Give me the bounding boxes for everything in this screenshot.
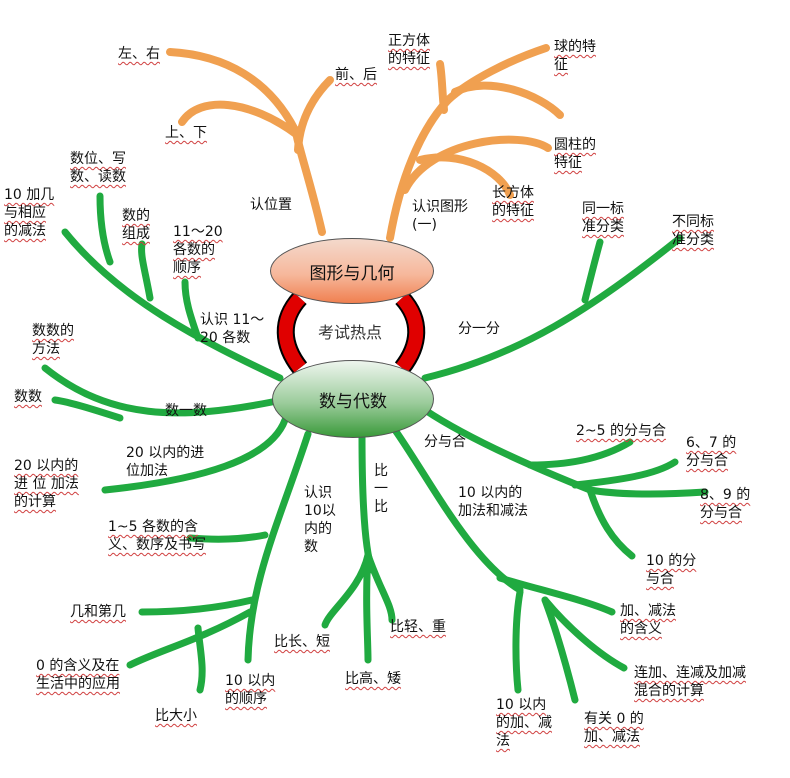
label-zero-meaning: 0 的含义及在生活中的应用 [36,658,120,692]
label-up-down: 上、下 [165,125,207,141]
label-long-short: 比长、短 [274,634,330,650]
label-light-heavy: 比轻、重 [390,619,446,635]
label-classify: 分一分 [458,321,500,337]
node-geometry-label: 图形与几何 [309,263,395,284]
label-digit-read-write: 数位、写数、读数 [70,151,126,185]
node-exam-focus: 考试热点 [300,316,400,346]
label-left-right: 左、右 [118,46,160,62]
label-order-11-20: 11～20 各数的顺序 [173,224,223,276]
label-carry-add-20: 20 以内的进位加法 [126,445,205,479]
label-cube: 正方体的特征 [388,33,430,67]
label-meaning-add-sub: 加、减法的含义 [620,603,676,637]
node-algebra: 数与代数 [272,360,434,438]
label-mixed-calc: 连加、连减及加减混合的计算 [634,665,746,699]
label-position: 认位置 [250,197,292,213]
label-recognize-10: 认识10以内的数 [304,485,336,555]
label-carry-calc-20: 20 以内的进 位 加法的计算 [14,458,79,510]
label-within-10-add-sub: 10 以内的加、减法 [496,697,552,749]
label-same-standard: 同一标准分类 [582,201,624,235]
label-composition: 数的组成 [122,208,150,242]
label-count: 数一数 [165,403,207,419]
label-recognize-11-20: 认识 11～20 各数 [200,312,265,346]
label-shapes: 认识图形(一) [412,199,468,233]
label-compare: 比一比 [374,463,388,515]
label-split-8-9: 8、9 的分与合 [700,487,751,521]
algebra-branches [41,192,709,704]
center-ring [276,291,426,374]
label-split-2-5: 2~5 的分与合 [576,423,666,439]
node-exam-focus-label: 考试热点 [317,323,382,342]
label-sphere: 球的特征 [554,39,596,73]
label-split-combine: 分与合 [424,434,466,450]
label-front-back: 前、后 [335,67,377,83]
label-split-6-7: 6、7 的分与合 [686,435,737,469]
label-different-standard: 不同标准分类 [672,214,714,248]
label-order-10: 10 以内的顺序 [225,673,276,707]
label-compare-size: 比大小 [155,708,197,724]
label-zero-add-sub: 有关 0 的加、减法 [584,711,644,745]
label-split-10: 10 的分与合 [646,553,697,587]
geometry-branches [166,44,564,242]
label-tall-short: 比高、矮 [345,671,401,687]
label-counting: 数数 [14,389,42,405]
node-algebra-label: 数与代数 [319,391,387,412]
label-count-method: 数数的方法 [32,323,74,357]
label-add-sub-10: 10 加几与相应的减法 [4,187,55,239]
label-cylinder: 圆柱的特征 [554,137,596,171]
label-cuboid: 长方体的特征 [492,185,534,219]
label-ordinal: 几和第几 [70,604,126,620]
node-geometry: 图形与几何 [270,238,434,304]
label-add-sub-within-10: 10 以内的加法和减法 [458,485,528,519]
label-meaning-1-5: 1~5 各数的含义、数序及书写 [108,519,206,553]
